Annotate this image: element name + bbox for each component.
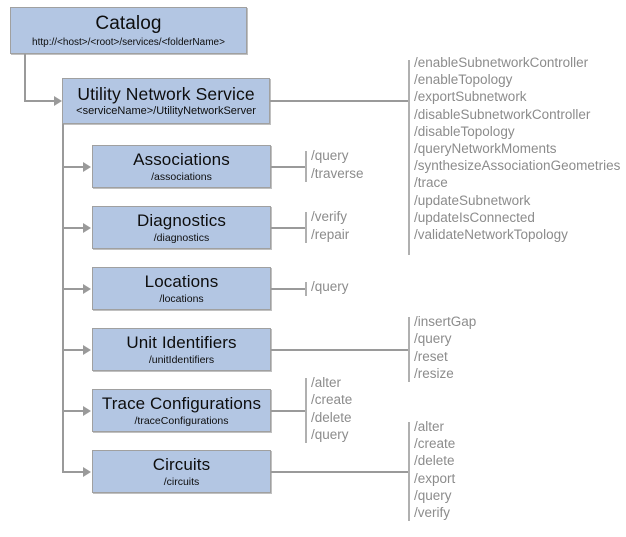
connector-ops-line bbox=[271, 348, 408, 351]
connector-branch-arrowhead bbox=[83, 222, 91, 233]
connector-ops-line bbox=[271, 226, 305, 229]
node-service-subtitle: <serviceName>/UtilityNetworkServer bbox=[76, 105, 256, 117]
connector-branch-line bbox=[62, 409, 84, 412]
connector-branch-arrowhead bbox=[83, 405, 91, 416]
connector-ops-line bbox=[271, 165, 305, 168]
operation-item[interactable]: /query bbox=[311, 278, 349, 294]
operation-item[interactable]: /synthesizeAssociationGeometries bbox=[414, 158, 621, 174]
operation-item[interactable]: /delete bbox=[311, 409, 352, 425]
node-unit-identifiers[interactable]: Unit Identifiers/unitIdentifiers bbox=[92, 328, 271, 371]
ops-bar bbox=[305, 281, 307, 296]
operation-item[interactable]: /query bbox=[414, 331, 452, 347]
connector-ops-line bbox=[271, 287, 305, 290]
operation-item[interactable]: /validateNetworkTopology bbox=[414, 227, 568, 243]
operation-item[interactable]: /query bbox=[311, 426, 349, 442]
node-circuits[interactable]: Circuits/circuits bbox=[92, 450, 271, 493]
node-title: Diagnostics bbox=[137, 210, 226, 230]
connector-branch-line bbox=[62, 165, 84, 168]
node-title: Circuits bbox=[152, 454, 211, 474]
connector-branch-line bbox=[62, 226, 84, 229]
node-title: Associations bbox=[133, 149, 230, 169]
connector-branch-line bbox=[62, 348, 84, 351]
ops-list-diagnostics: /verify/repair bbox=[311, 208, 349, 242]
operation-item[interactable]: /disableSubnetworkController bbox=[414, 106, 591, 122]
ops-bar-service bbox=[408, 60, 410, 255]
node-catalog-title: Catalog bbox=[95, 12, 162, 34]
operation-item[interactable]: /disableTopology bbox=[414, 123, 515, 139]
operation-item[interactable]: /updateSubnetwork bbox=[414, 192, 531, 208]
ops-bar bbox=[305, 212, 307, 243]
operation-item[interactable]: /resize bbox=[414, 365, 454, 381]
operation-item[interactable]: /delete bbox=[414, 453, 455, 469]
operation-item[interactable]: /query bbox=[311, 148, 349, 164]
operation-item[interactable]: /queryNetworkMoments bbox=[414, 141, 557, 157]
node-title: Unit Identifiers bbox=[126, 332, 237, 352]
ops-bar bbox=[408, 421, 410, 522]
connector-branch-line bbox=[62, 287, 84, 290]
connector-catalog-vertical bbox=[24, 54, 26, 102]
connector-catalog-horizontal bbox=[24, 100, 56, 102]
ops-list-unit-identifiers: /insertGap/query/reset/resize bbox=[414, 313, 476, 382]
operation-item[interactable]: /insertGap bbox=[414, 314, 477, 330]
connector-trunk-vertical bbox=[62, 124, 64, 473]
operation-item[interactable]: /verify bbox=[414, 504, 451, 520]
ops-list-locations: /query bbox=[311, 278, 349, 295]
operation-item[interactable]: /verify bbox=[311, 209, 348, 225]
connector-branch-arrowhead bbox=[83, 344, 91, 355]
ops-list-associations: /query/traverse bbox=[311, 147, 364, 181]
node-trace-configurations[interactable]: Trace Configurations/traceConfigurations bbox=[92, 389, 271, 432]
connector-branch-line bbox=[62, 470, 84, 473]
connector-service-ops bbox=[270, 100, 410, 102]
ops-list-circuits: /alter/create/delete/export/query/verify bbox=[414, 418, 455, 521]
operation-item[interactable]: /create bbox=[414, 436, 456, 452]
node-catalog-subtitle: http://<host>/<root>/services/<folderNam… bbox=[32, 36, 225, 48]
operation-item[interactable]: /traverse bbox=[311, 165, 364, 181]
ops-bar bbox=[305, 378, 307, 443]
operation-item[interactable]: /exportSubnetwork bbox=[414, 89, 527, 105]
connector-ops-line bbox=[271, 470, 408, 473]
operation-item[interactable]: /enableSubnetworkController bbox=[414, 55, 589, 70]
node-locations[interactable]: Locations/locations bbox=[92, 267, 271, 310]
operation-item[interactable]: /reset bbox=[414, 348, 448, 364]
connector-branch-arrowhead bbox=[83, 283, 91, 294]
node-catalog[interactable]: Catalog http://<host>/<root>/services/<f… bbox=[10, 7, 247, 54]
node-diagnostics[interactable]: Diagnostics/diagnostics bbox=[92, 206, 271, 249]
operation-item[interactable]: /query bbox=[414, 487, 452, 503]
operation-item[interactable]: /export bbox=[414, 470, 456, 486]
node-utility-network-service[interactable]: Utility Network Service <serviceName>/Ut… bbox=[62, 78, 270, 124]
node-subtitle: /circuits bbox=[163, 475, 200, 488]
ops-list-trace-configurations: /alter/create/delete/query bbox=[311, 374, 352, 443]
node-title: Locations bbox=[144, 271, 219, 291]
ops-bar bbox=[305, 151, 307, 182]
node-subtitle: /traceConfigurations bbox=[134, 414, 229, 427]
ops-bar bbox=[408, 317, 410, 382]
connector-catalog-arrowhead bbox=[54, 96, 62, 106]
node-subtitle: /unitIdentifiers bbox=[148, 353, 215, 366]
node-service-title: Utility Network Service bbox=[77, 84, 255, 104]
connector-branch-arrowhead bbox=[83, 466, 91, 477]
operation-item[interactable]: /trace bbox=[414, 175, 448, 191]
operation-item[interactable]: /enableTopology bbox=[414, 72, 513, 88]
operation-item[interactable]: /repair bbox=[311, 226, 350, 242]
node-title: Trace Configurations bbox=[101, 393, 262, 413]
node-subtitle: /locations bbox=[159, 292, 204, 305]
node-subtitle: /associations bbox=[151, 170, 212, 183]
operation-item[interactable]: /updateIsConnected bbox=[414, 209, 535, 225]
operation-item[interactable]: /alter bbox=[311, 375, 342, 391]
connector-branch-arrowhead bbox=[83, 161, 91, 172]
node-associations[interactable]: Associations/associations bbox=[92, 145, 271, 188]
node-subtitle: /diagnostics bbox=[153, 231, 210, 244]
operation-item[interactable]: /create bbox=[311, 392, 353, 408]
operation-item[interactable]: /alter bbox=[414, 418, 445, 434]
connector-ops-line bbox=[271, 409, 305, 412]
ops-list-service: /enableSubnetworkController/enableTopolo… bbox=[414, 54, 620, 243]
